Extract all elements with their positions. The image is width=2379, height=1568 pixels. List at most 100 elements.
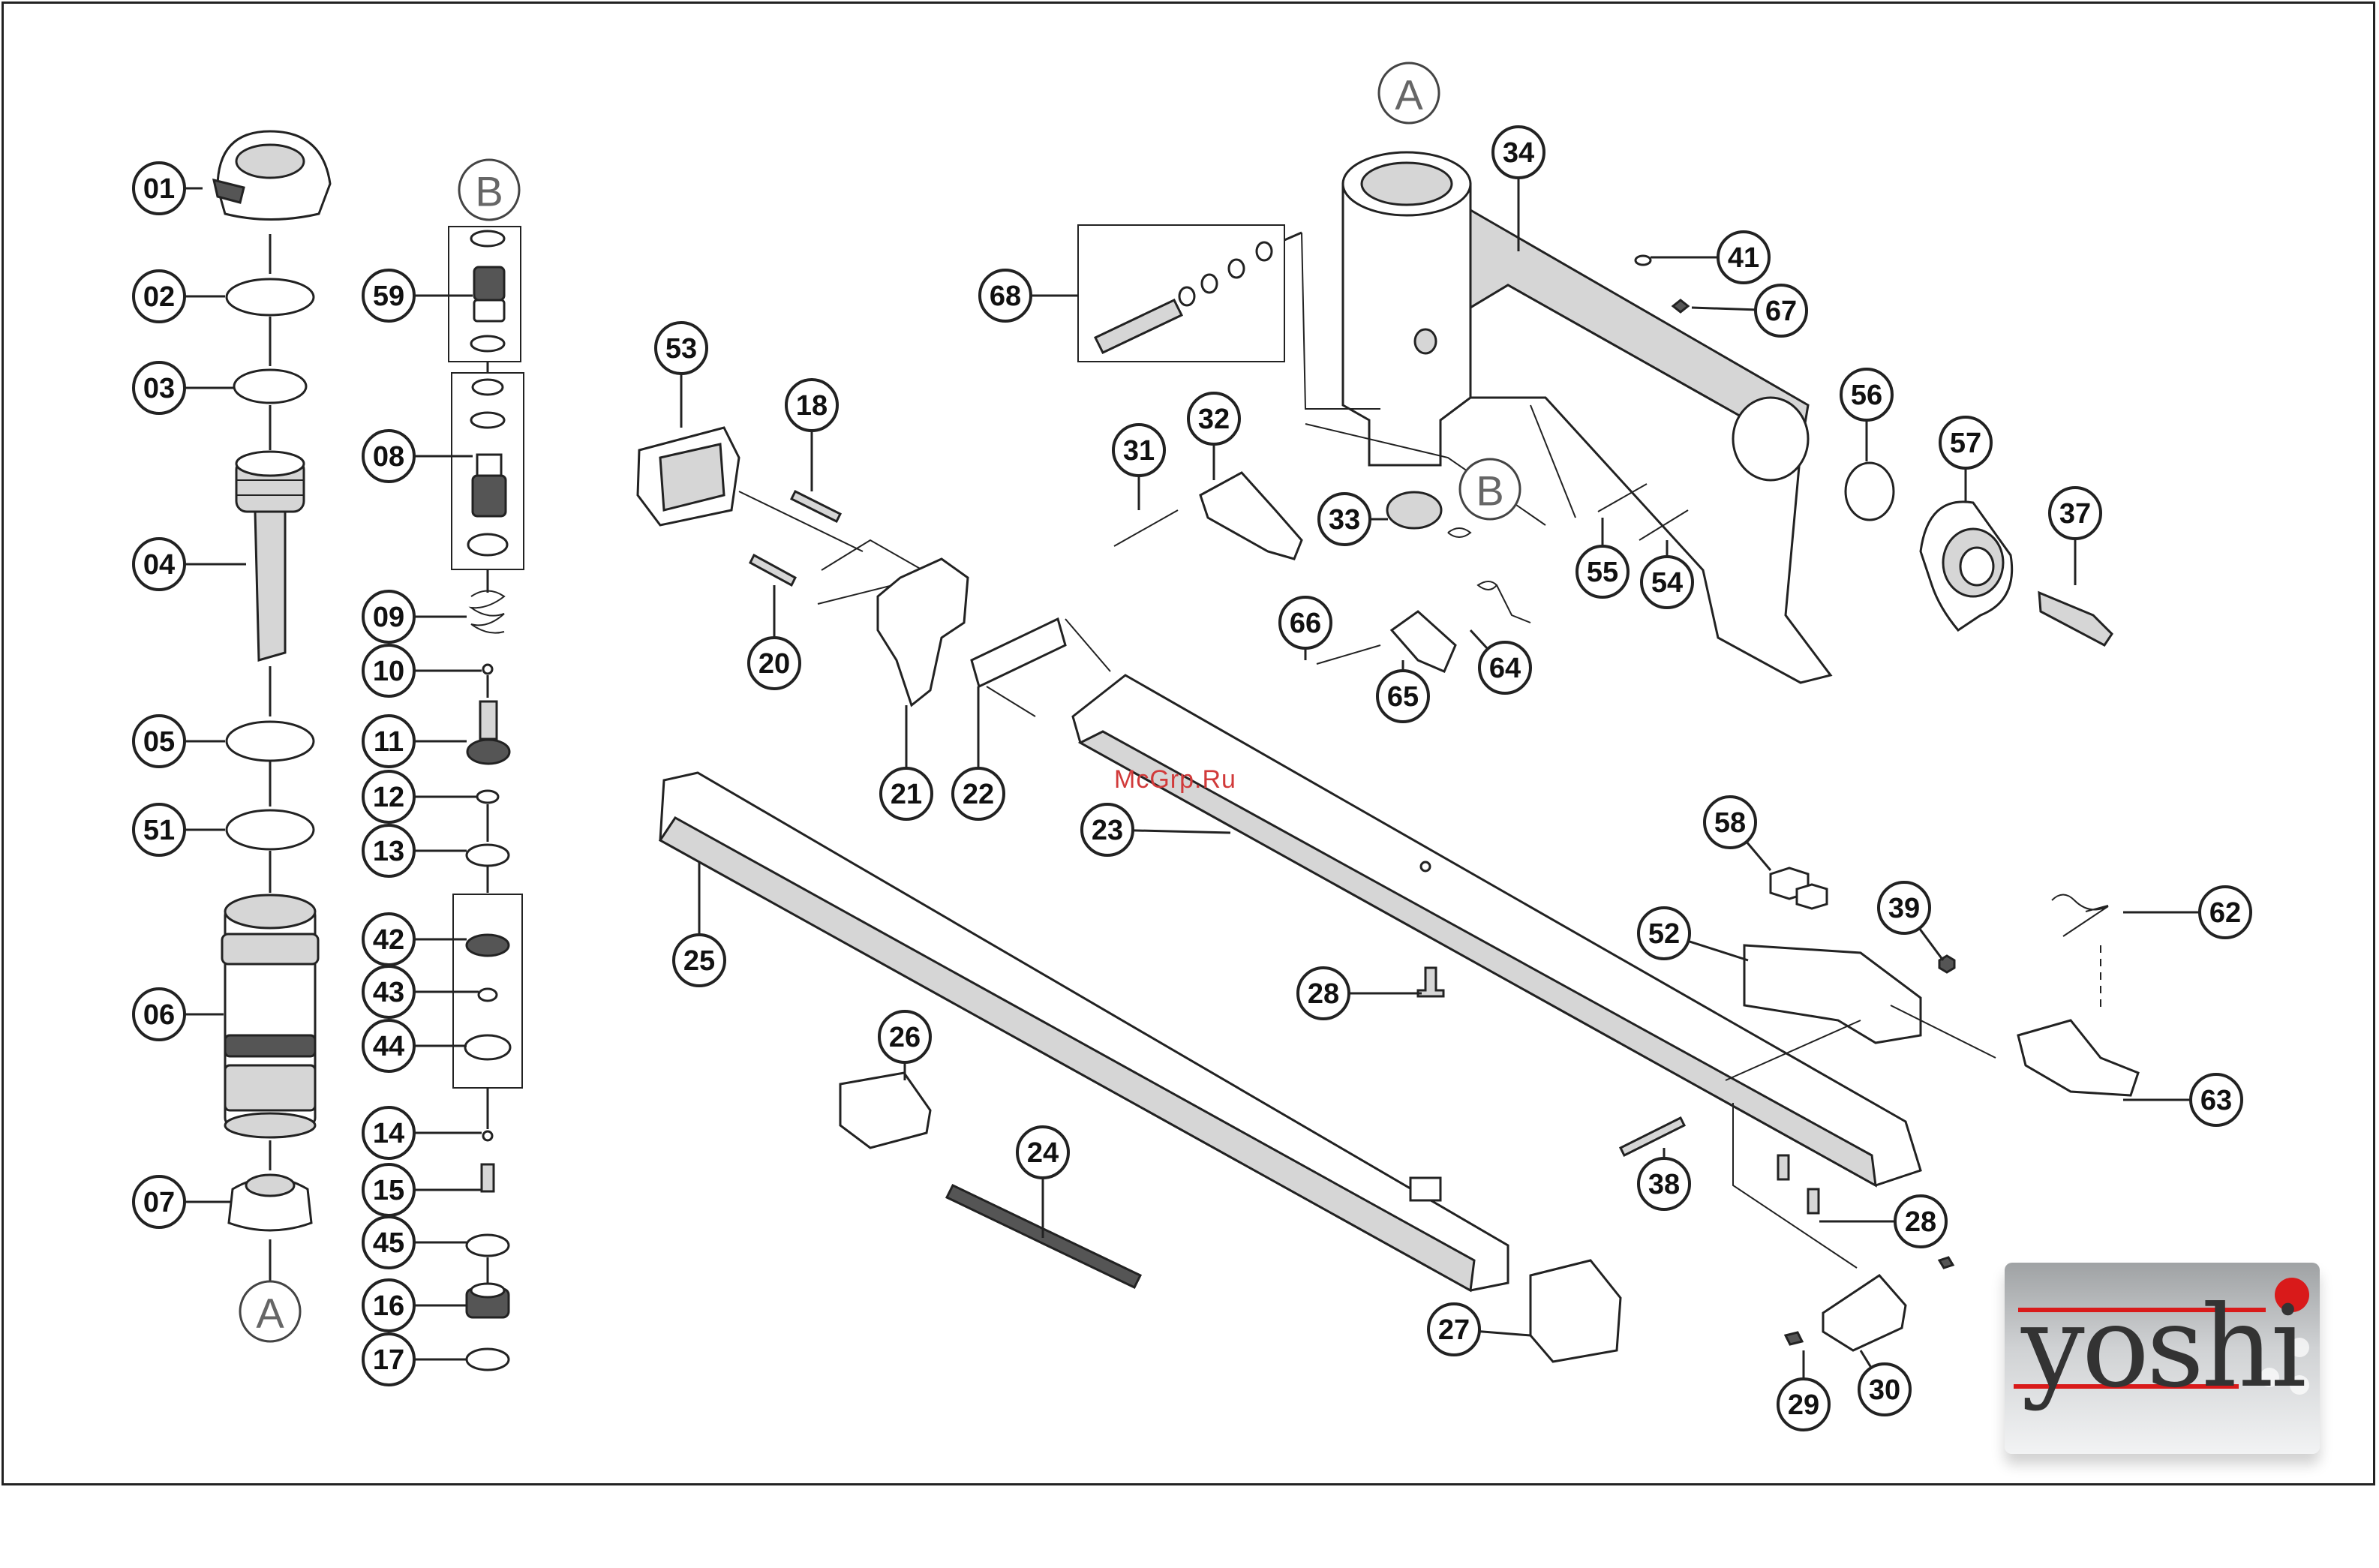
callout-number: 42 xyxy=(373,924,404,956)
callout-number: 22 xyxy=(963,779,994,810)
callout-03: 03 xyxy=(134,362,185,413)
callout-58: 58 xyxy=(1705,797,1756,848)
callout-29: 29 xyxy=(1778,1379,1829,1430)
callout-53: 53 xyxy=(656,323,707,374)
reference-marker-A: A xyxy=(1379,63,1439,123)
callout-number: 32 xyxy=(1198,404,1230,435)
callout-number: 39 xyxy=(1888,893,1920,924)
callout-68: 68 xyxy=(980,270,1031,321)
callout-number: 29 xyxy=(1788,1389,1819,1421)
reference-letter: A xyxy=(256,1290,284,1337)
callout-number: 12 xyxy=(373,782,404,813)
callout-21: 21 xyxy=(881,768,932,819)
callout-65: 65 xyxy=(1377,671,1428,722)
callout-leader-39 xyxy=(1919,928,1943,960)
callout-07: 07 xyxy=(134,1176,185,1227)
callout-number: 51 xyxy=(143,815,175,846)
callout-39: 39 xyxy=(1879,882,1930,933)
callout-number: 67 xyxy=(1765,296,1797,327)
reference-letter: A xyxy=(1395,71,1423,119)
callout-leader-67 xyxy=(1692,308,1756,310)
callout-18: 18 xyxy=(786,380,837,431)
callout-number: 15 xyxy=(373,1175,404,1206)
callout-37: 37 xyxy=(2050,488,2101,539)
callout-number: 41 xyxy=(1728,242,1759,274)
callout-number: 25 xyxy=(683,945,715,977)
callout-number: 01 xyxy=(143,173,175,205)
reference-marker-B: B xyxy=(1460,459,1520,519)
callout-42: 42 xyxy=(363,914,414,965)
callout-leader-64 xyxy=(1470,630,1488,649)
callout-leader-30 xyxy=(1861,1350,1871,1368)
callout-number: 43 xyxy=(373,977,404,1008)
reference-letter: B xyxy=(475,168,503,215)
callout-number: 21 xyxy=(891,779,922,810)
callout-57: 57 xyxy=(1940,417,1991,468)
callout-number: 54 xyxy=(1651,567,1683,599)
callout-44: 44 xyxy=(363,1020,414,1071)
callout-number: 18 xyxy=(796,390,828,422)
callout-09: 09 xyxy=(363,591,414,642)
callout-number: 44 xyxy=(373,1031,404,1062)
callout-28: 28 xyxy=(1895,1196,1946,1247)
callout-43: 43 xyxy=(363,966,414,1017)
callout-05: 05 xyxy=(134,716,185,767)
callout-number: 65 xyxy=(1387,681,1419,713)
callout-55: 55 xyxy=(1577,546,1628,597)
callout-51: 51 xyxy=(134,804,185,855)
callout-24: 24 xyxy=(1017,1127,1068,1178)
callout-06: 06 xyxy=(134,989,185,1040)
brand-logo: yoshi xyxy=(2005,1263,2320,1454)
callout-34: 34 xyxy=(1493,127,1544,178)
callout-number: 30 xyxy=(1869,1374,1900,1406)
callout-number: 07 xyxy=(143,1187,175,1218)
callout-number: 23 xyxy=(1092,815,1123,846)
callout-number: 59 xyxy=(373,281,404,312)
callout-66: 66 xyxy=(1280,597,1331,648)
callout-number: 31 xyxy=(1123,435,1155,467)
callout-number: 02 xyxy=(143,281,175,313)
callout-number: 52 xyxy=(1648,918,1680,950)
callout-02: 02 xyxy=(134,271,185,322)
callout-number: 34 xyxy=(1503,137,1534,169)
callout-26: 26 xyxy=(879,1011,930,1062)
callout-number: 28 xyxy=(1308,978,1339,1010)
callout-number: 06 xyxy=(143,999,175,1031)
callout-15: 15 xyxy=(363,1164,414,1215)
callout-30: 30 xyxy=(1859,1364,1910,1415)
callout-12: 12 xyxy=(363,771,414,822)
callout-11: 11 xyxy=(363,716,414,767)
callout-17: 17 xyxy=(363,1334,414,1385)
callout-45: 45 xyxy=(363,1217,414,1268)
callout-number: 45 xyxy=(373,1227,404,1259)
callout-64: 64 xyxy=(1479,642,1530,693)
callout-52: 52 xyxy=(1639,908,1690,959)
reference-marker-B: B xyxy=(459,160,519,220)
reference-marker-A: A xyxy=(240,1281,300,1341)
callout-number: 09 xyxy=(373,602,404,633)
callout-number: 55 xyxy=(1587,557,1618,588)
callout-08: 08 xyxy=(363,431,414,482)
watermark-text: McGrp.Ru xyxy=(1114,765,1236,795)
callout-10: 10 xyxy=(363,645,414,696)
callout-number: 27 xyxy=(1438,1314,1470,1346)
callout-number: 13 xyxy=(373,836,404,867)
callout-14: 14 xyxy=(363,1107,414,1158)
callout-number: 53 xyxy=(665,333,697,365)
callout-04: 04 xyxy=(134,539,185,590)
callout-number: 37 xyxy=(2059,498,2091,530)
callout-number: 20 xyxy=(758,648,790,680)
callout-63: 63 xyxy=(2191,1074,2242,1125)
callout-leader-52 xyxy=(1688,941,1748,960)
callout-22: 22 xyxy=(953,768,1004,819)
callout-number: 28 xyxy=(1905,1206,1936,1238)
callout-33: 33 xyxy=(1319,494,1370,545)
callout-number: 68 xyxy=(990,281,1021,312)
callout-54: 54 xyxy=(1642,557,1693,608)
callout-number: 11 xyxy=(374,726,404,758)
callout-28: 28 xyxy=(1298,968,1349,1019)
callout-31: 31 xyxy=(1113,425,1164,476)
callout-number: 57 xyxy=(1950,428,1981,459)
callout-number: 58 xyxy=(1714,807,1746,839)
